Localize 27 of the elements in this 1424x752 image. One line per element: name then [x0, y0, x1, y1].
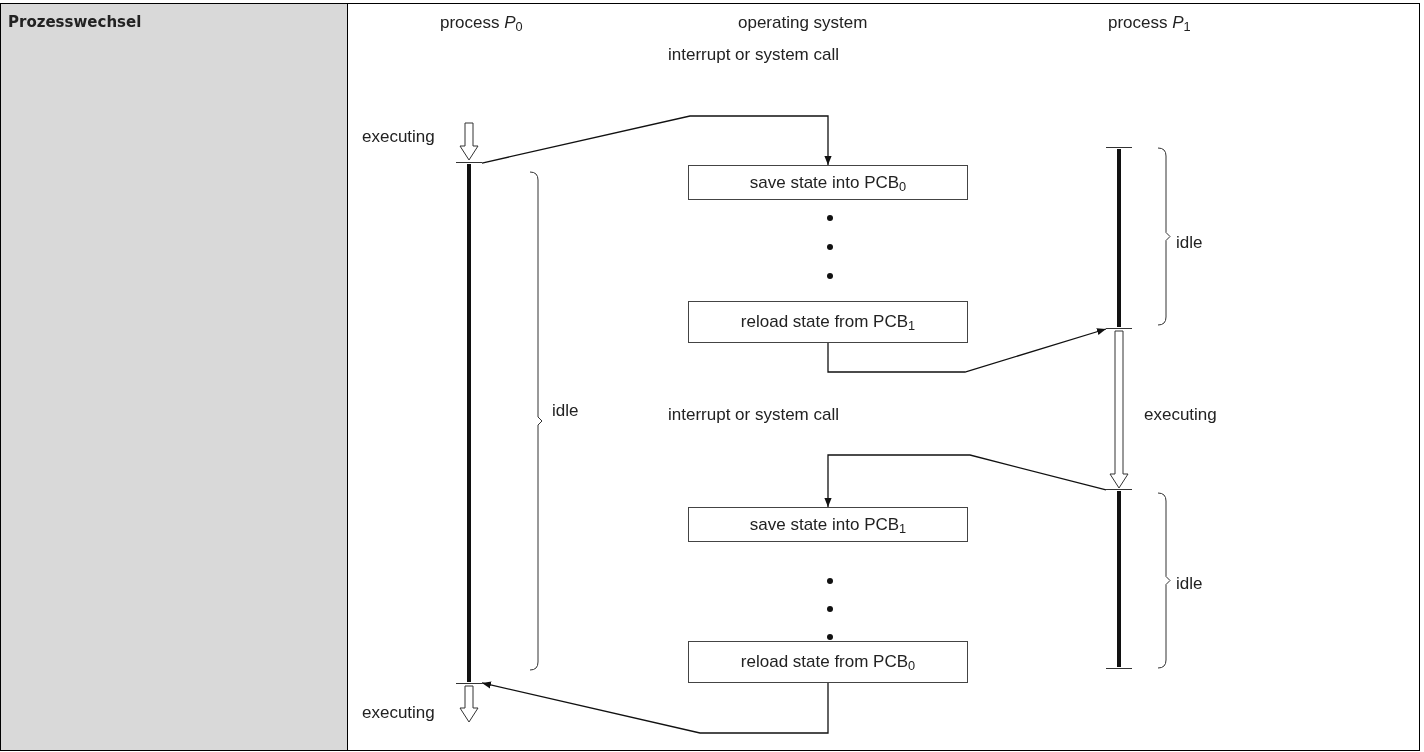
arrow: [827, 328, 1107, 373]
state-label: executing: [1144, 404, 1217, 426]
state-label: executing: [362, 126, 435, 148]
state-label: idle: [552, 400, 579, 422]
timeline-bar: [456, 162, 482, 684]
arrow: [824, 454, 1107, 508]
row-heading: Prozesswechsel: [8, 12, 142, 33]
box-text: reload state from PCB$_{0}$: [740, 651, 916, 675]
arrow: [481, 115, 832, 166]
column-heading: operating system: [738, 12, 868, 34]
box-text: reload state from PCB$_{1}$: [740, 311, 916, 335]
box-text: save state into PCB$_{1}$: [749, 513, 907, 538]
timeline-bar: [1106, 147, 1132, 329]
process-box: [688, 507, 968, 542]
column-heading: process P$_{1}$: [1108, 12, 1191, 36]
state-label: idle: [1176, 232, 1203, 254]
process-box: [688, 641, 968, 683]
process-box: [688, 165, 968, 200]
box-text: save state into PCB$_{0}$: [749, 171, 907, 196]
column-heading: process P$_{0}$: [440, 12, 523, 36]
event-label: interrupt or system call: [668, 44, 839, 66]
event-label: interrupt or system call: [668, 404, 839, 426]
process-box: [688, 301, 968, 343]
state-label: executing: [362, 702, 435, 724]
timeline-bar: [1106, 489, 1132, 669]
state-label: idle: [1176, 573, 1203, 595]
arrow: [481, 681, 829, 734]
